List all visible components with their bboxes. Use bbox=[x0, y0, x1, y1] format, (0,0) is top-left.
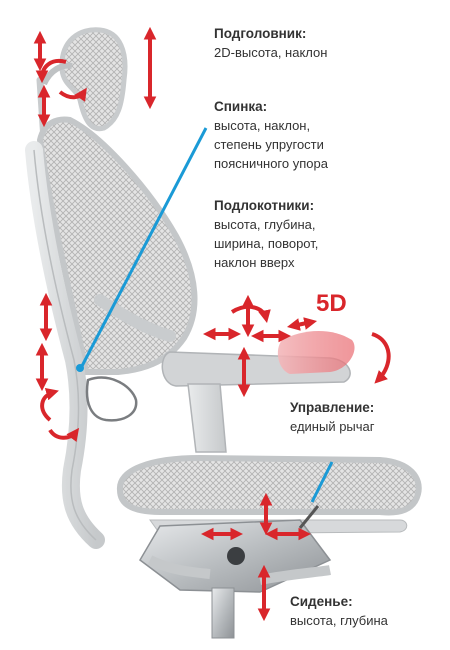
backrest-line-3: поясничного упора bbox=[214, 156, 328, 171]
rotation-arrow-icon bbox=[230, 304, 271, 324]
rotation-arrow-icon bbox=[35, 59, 67, 84]
rotation-arrow-icon bbox=[58, 87, 87, 102]
backrest bbox=[25, 116, 198, 549]
headrest-label: Подголовник: 2D-высота, наклон bbox=[214, 24, 327, 62]
armrests-label: Подлокотники: высота, глубина, ширина, п… bbox=[214, 196, 318, 272]
backrest-title: Спинка: bbox=[214, 99, 268, 114]
armrests-line-2: ширина, поворот, bbox=[214, 236, 319, 251]
five-d-badge: 5D bbox=[316, 290, 347, 317]
adjustment-arrow-icon bbox=[286, 317, 318, 331]
rotation-arrow-icon bbox=[48, 427, 80, 442]
backrest-line-1: высота, наклон, bbox=[214, 118, 311, 133]
armrests-line-1: высота, глубина, bbox=[214, 217, 316, 232]
armrests-title: Подлокотники: bbox=[214, 198, 315, 213]
control-title: Управление: bbox=[290, 400, 375, 415]
control-line-1: единый рычаг bbox=[290, 419, 375, 434]
seat-label: Сиденье: высота, глубина bbox=[290, 592, 388, 630]
seat bbox=[116, 454, 422, 639]
rotation-arrow-icon bbox=[40, 387, 59, 422]
armrests-line-3: наклон вверх bbox=[214, 255, 295, 270]
backrest-label: Спинка: высота, наклон, степень упругост… bbox=[214, 97, 328, 173]
seat-line-1: высота, глубина bbox=[290, 613, 388, 628]
seat-title: Сиденье: bbox=[290, 594, 353, 609]
rotation-arrow-icon bbox=[371, 332, 391, 384]
pointer-lines bbox=[76, 127, 334, 503]
adjustment-arrows bbox=[33, 26, 391, 622]
armrest bbox=[161, 330, 355, 453]
backrest-line-2: степень упругости bbox=[214, 137, 324, 152]
headrest-title: Подголовник: bbox=[214, 26, 307, 41]
control-label: Управление: единый рычаг bbox=[290, 398, 375, 436]
headrest-line-1: 2D-высота, наклон bbox=[214, 45, 328, 60]
